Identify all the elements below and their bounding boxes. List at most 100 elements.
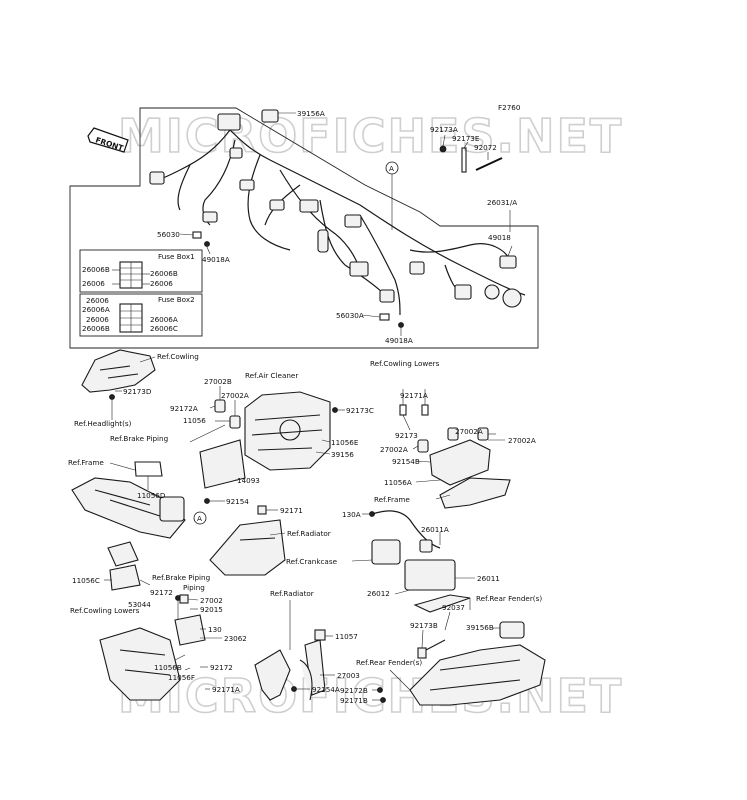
label-39156B: 39156B	[466, 623, 494, 632]
label-ref-headlight: Ref.Headlight(s)	[74, 419, 132, 428]
fuse-box-2-frame	[79, 293, 203, 337]
label-ref-frame: Ref.Frame	[68, 458, 104, 467]
label-49018A: 49018A	[202, 255, 230, 264]
label-ref-rear-fender-bottom: Ref.Rear Fender(s)	[356, 658, 422, 667]
label-ref-rear-fender: Ref.Rear Fender(s)	[476, 594, 542, 603]
part-92173A-icon	[439, 145, 447, 153]
label-27002A: 27002A	[455, 427, 483, 436]
label-49018A: 49018A	[385, 336, 413, 345]
label-26006: 26006	[86, 315, 109, 324]
label-ref-cowling-lowers-bottom: Ref.Cowling Lowers	[70, 606, 140, 615]
bracket-11056C-icon	[107, 541, 141, 591]
label-130: 130	[208, 625, 222, 634]
label-26011A: 26011A	[421, 525, 449, 534]
part-92173C-icon	[332, 407, 338, 413]
label-27002: 27002	[200, 596, 223, 605]
label-92172: 92172	[150, 588, 173, 597]
label-26006A: 26006A	[82, 305, 110, 314]
label-92173: 92173	[395, 431, 418, 440]
label-piping: Piping	[183, 583, 205, 592]
label-26012: 26012	[367, 589, 390, 598]
label-11056F: 11056F	[168, 673, 195, 682]
ecu-26011-icon	[371, 510, 456, 591]
watermark-top: MICROFICHES.NET	[118, 109, 623, 163]
label-92173A: 92173A	[430, 125, 458, 134]
label-26011: 26011	[477, 574, 500, 583]
label-ref-cowling-lowers: Ref.Cowling Lowers	[370, 359, 440, 368]
label-92173C: 92173C	[346, 406, 374, 415]
label-92172: 92172	[210, 663, 233, 672]
rear-fender-icon	[409, 621, 546, 706]
bracket-23062-icon	[174, 614, 206, 646]
label-ref-crankcase: Ref.Crankcase	[286, 557, 338, 566]
label-49018: 49018	[488, 233, 511, 242]
label-39156A: 39156A	[297, 109, 325, 118]
label-27002A: 27002A	[221, 391, 249, 400]
label-92154B: 92154B	[392, 457, 420, 466]
label-ref-cowling: Ref.Cowling	[157, 352, 199, 361]
label-53044: 53044	[128, 600, 151, 609]
label-F2760: F2760	[498, 103, 521, 112]
part-27002A-icon	[229, 415, 241, 429]
label-92172B: 92172B	[340, 686, 368, 695]
label-27003: 27003	[337, 671, 360, 680]
label-56030A: 56030A	[336, 311, 364, 320]
label-11056A: 11056A	[384, 478, 412, 487]
label-92171A: 92171A	[400, 391, 428, 400]
fuse-box-1-frame	[79, 249, 203, 293]
label-11056D: 11056D	[137, 491, 166, 500]
label-27002A: 27002A	[380, 445, 408, 454]
harness-frame	[69, 107, 539, 349]
callout-A-icon: A	[385, 161, 399, 175]
label-14093: 14093	[237, 476, 260, 485]
label-ref-radiator: Ref.Radiator	[287, 529, 331, 538]
part-labels: F2760 39156A 92173A 92173E 92072 26031/A…	[68, 103, 542, 705]
bracket-14093-icon	[199, 439, 246, 489]
label-92172A: 92172A	[170, 404, 198, 413]
part-92171-icon	[257, 505, 267, 515]
leader-lines	[104, 112, 513, 701]
label-26006A: 26006A	[150, 315, 178, 324]
label-11056C: 11056C	[72, 576, 100, 585]
fuse-box-1-title: Fuse Box1	[158, 252, 195, 261]
part-49018A-icon	[204, 241, 210, 247]
label-92173D: 92173D	[123, 387, 152, 396]
label-23062: 23062	[224, 634, 247, 643]
label-92154: 92154	[226, 497, 249, 506]
part-92173B-icon	[417, 647, 427, 659]
label-26006C: 26006C	[150, 324, 178, 333]
cowling-bracket-icon	[81, 349, 156, 393]
label-27002B: 27002B	[204, 377, 232, 386]
label-26006B: 26006B	[82, 324, 110, 333]
part-27002-icon	[179, 594, 189, 604]
label-26006: 26006	[82, 279, 105, 288]
part-56030-icon	[192, 231, 202, 239]
label-26006B: 26006B	[82, 265, 110, 274]
label-ref-air-cleaner: Ref.Air Cleaner	[245, 371, 298, 380]
part-11057-icon	[314, 629, 326, 641]
label-92171: 92171	[280, 506, 303, 515]
label-11056E: 11056E	[331, 438, 359, 447]
label-26006: 26006	[86, 296, 109, 305]
label-92173B: 92173B	[410, 621, 438, 630]
label-92037: 92037	[442, 603, 465, 612]
cowling-lower-icon	[99, 627, 181, 701]
label-11056B: 11056B	[154, 663, 182, 672]
parts-92171A-icon	[399, 404, 429, 416]
label-11057: 11057	[335, 632, 358, 641]
part-92154-icon	[204, 498, 210, 504]
part-27002B-icon	[214, 399, 226, 413]
part-92072-icon	[475, 157, 503, 171]
radiator-bracket-icon	[209, 519, 286, 576]
label-56030: 56030	[157, 230, 180, 239]
label-92154A: 92154A	[312, 685, 340, 694]
fuse-box-2-title: Fuse Box2	[158, 295, 195, 304]
svg-text:A: A	[197, 514, 202, 523]
label-92173E: 92173E	[452, 134, 480, 143]
part-49018A-bottom-icon	[398, 322, 404, 328]
svg-text:A: A	[389, 164, 394, 173]
frame-left-icon	[71, 477, 186, 539]
part-56030A-icon	[379, 313, 390, 321]
radiator-hose-icon	[254, 639, 326, 701]
